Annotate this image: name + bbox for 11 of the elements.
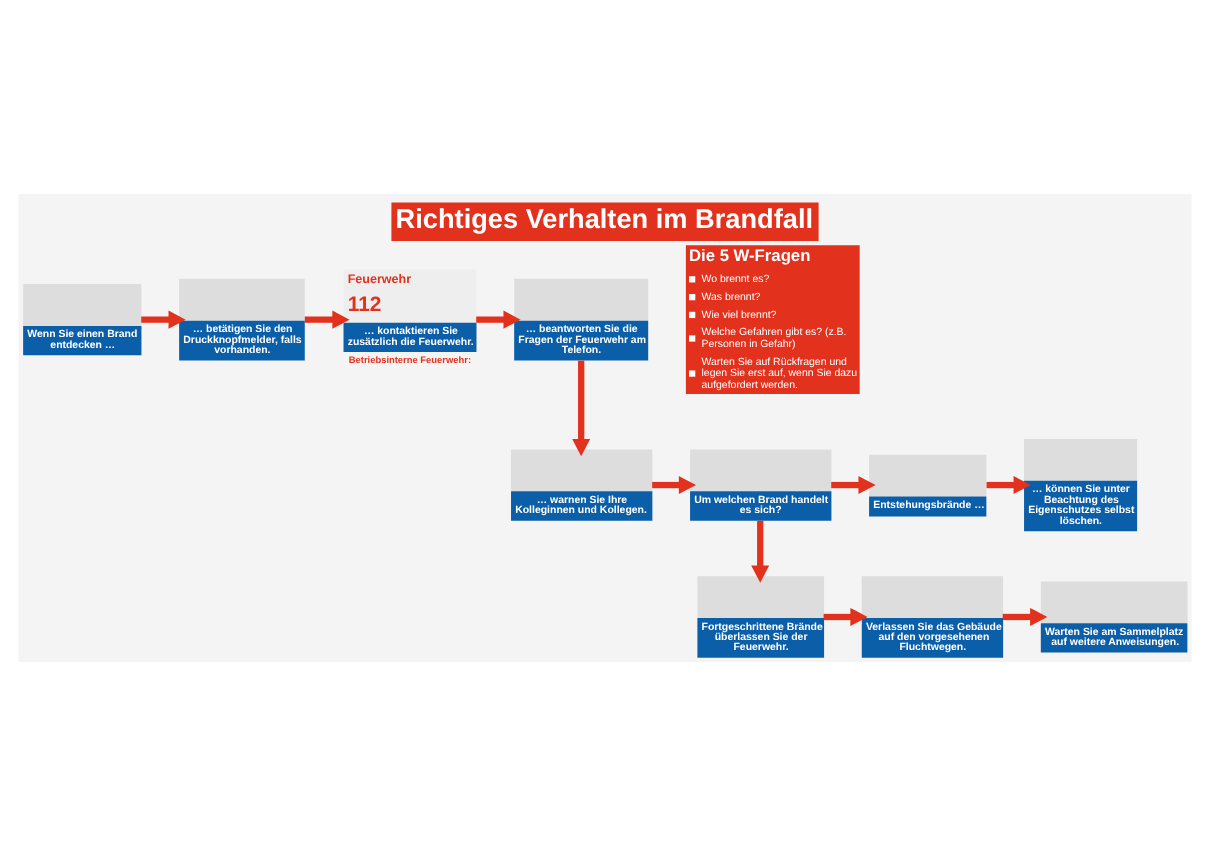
arrow <box>986 476 1031 495</box>
arrow <box>304 310 350 329</box>
arrow <box>572 360 591 457</box>
arrow <box>823 607 868 626</box>
arrow <box>1002 607 1048 626</box>
arrow <box>476 310 521 329</box>
arrow <box>831 476 876 495</box>
arrow <box>652 476 697 495</box>
arrow <box>141 310 186 329</box>
diagram-title: Richtiges Verhalten im Brandfall <box>395 203 814 234</box>
arrow <box>751 520 770 583</box>
